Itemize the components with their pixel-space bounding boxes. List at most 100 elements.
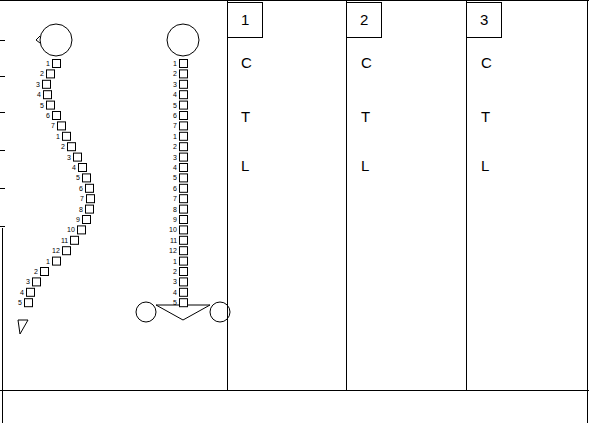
- vertebra-number: 2: [61, 143, 65, 150]
- vertebra: [180, 80, 188, 88]
- vertebra-number: 1: [46, 60, 50, 67]
- vertebra-number: 7: [51, 122, 55, 129]
- region-letter: L: [361, 158, 369, 173]
- vertebra: [33, 278, 41, 286]
- tick: [0, 40, 5, 41]
- vertebra: [180, 153, 188, 161]
- column-number: 3: [480, 11, 488, 28]
- vertebra-number: 8: [79, 206, 83, 213]
- vertebra-number: 11: [170, 237, 177, 244]
- vertebra: [27, 288, 35, 296]
- vertebra: [180, 184, 188, 192]
- vertebra-number: 7: [80, 195, 84, 202]
- vertebra: [180, 205, 188, 213]
- region-letter: T: [241, 109, 250, 124]
- vertebra-number: 6: [46, 112, 50, 119]
- nose: [36, 36, 40, 43]
- vertebra: [63, 247, 71, 255]
- vertebra-number: 2: [173, 143, 177, 150]
- vertebra: [180, 299, 188, 307]
- vertebra: [53, 112, 61, 120]
- vertebra-number: 8: [173, 206, 177, 213]
- vertebra-number: 1: [173, 60, 177, 67]
- region-letter: C: [361, 55, 372, 70]
- head-front: [167, 24, 199, 56]
- vertebra: [180, 236, 188, 244]
- vertebra-number: 1: [173, 258, 177, 265]
- vertebra: [180, 132, 188, 140]
- vertebra-number: 3: [173, 154, 177, 161]
- vertebra-number: 1: [46, 258, 50, 265]
- hip: [136, 302, 156, 322]
- vertebra-number: 9: [173, 216, 177, 223]
- vertebra: [180, 195, 188, 203]
- region-letter: T: [481, 109, 490, 124]
- vertebra: [180, 216, 188, 224]
- column-line: [227, 0, 228, 390]
- vertebra: [63, 132, 71, 140]
- vertebra: [41, 268, 49, 276]
- vertebra: [74, 153, 82, 161]
- vertebra: [43, 80, 51, 88]
- vertebra-number: 10: [67, 226, 75, 233]
- tick: [0, 112, 5, 113]
- vertebra-number: 9: [76, 216, 80, 223]
- vertebra-number: 3: [36, 81, 40, 88]
- vertebra: [71, 236, 79, 244]
- vertebra-number: 3: [26, 278, 30, 285]
- vertebra: [180, 268, 188, 276]
- vertebra: [180, 164, 188, 172]
- column-line: [346, 0, 347, 390]
- vertebra: [180, 174, 188, 182]
- vertebra-number: 12: [169, 247, 177, 254]
- vertebra-number: 3: [173, 81, 177, 88]
- vertebra-number: 5: [76, 174, 80, 181]
- frame-line: [2, 228, 3, 423]
- vertebra-number: 5: [18, 299, 22, 306]
- tick: [0, 188, 5, 189]
- vertebra-number: 4: [37, 91, 41, 98]
- vertebra-number: 10: [169, 226, 177, 233]
- vertebra-number: 4: [173, 164, 177, 171]
- vertebra: [79, 164, 87, 172]
- vertebra-number: 5: [173, 102, 177, 109]
- vertebra: [68, 143, 76, 151]
- vertebra-number: 4: [72, 164, 76, 171]
- vertebra: [53, 257, 61, 265]
- region-letter: C: [481, 55, 492, 70]
- column-header-box: 2: [346, 2, 382, 38]
- vertebra-number: 3: [173, 278, 177, 285]
- vertebra: [180, 60, 188, 68]
- region-letter: C: [241, 55, 252, 70]
- vertebra: [180, 143, 188, 151]
- vertebra: [47, 101, 55, 109]
- vertebra-number: 6: [79, 185, 83, 192]
- vertebra: [180, 257, 188, 265]
- vertebra: [44, 91, 52, 99]
- vertebra-number: 1: [56, 133, 60, 140]
- tick: [0, 150, 5, 151]
- column-line: [466, 0, 467, 390]
- vertebra-number: 6: [173, 185, 177, 192]
- vertebra-number: 2: [173, 70, 177, 77]
- vertebra: [78, 226, 86, 234]
- vertebra: [47, 70, 55, 78]
- vertebra: [180, 247, 188, 255]
- vertebra: [83, 174, 91, 182]
- vertebra-number: 3: [67, 154, 71, 161]
- vertebra-number: 5: [40, 102, 44, 109]
- vertebra-number: 12: [52, 247, 60, 254]
- frame-line: [0, 0, 589, 1]
- vertebra: [25, 299, 33, 307]
- vertebra: [83, 216, 91, 224]
- vertebra: [180, 278, 188, 286]
- vertebra: [180, 112, 188, 120]
- vertebra-number: 5: [173, 174, 177, 181]
- vertebra-number: 2: [173, 268, 177, 275]
- vertebra-number: 4: [173, 289, 177, 296]
- frame-line: [587, 0, 588, 423]
- vertebra-number: 7: [173, 195, 177, 202]
- vertebra: [180, 91, 188, 99]
- vertebra: [180, 288, 188, 296]
